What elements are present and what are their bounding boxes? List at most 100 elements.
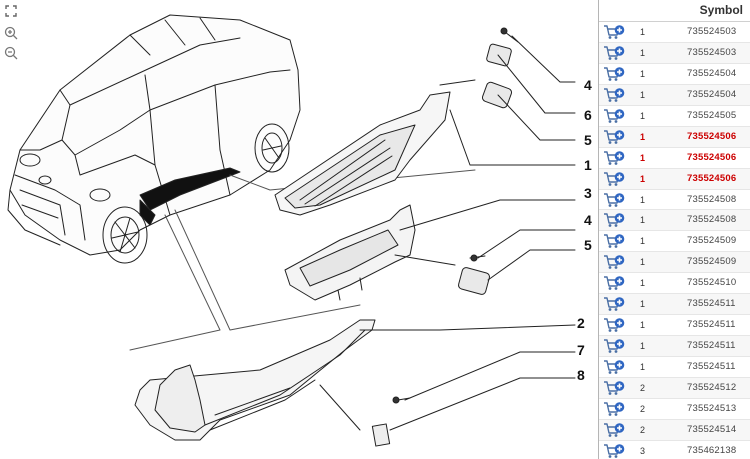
add-to-cart-icon[interactable] [603, 171, 625, 187]
table-row[interactable]: 2 735524512 [599, 377, 750, 399]
quantity-cell: 1 [640, 236, 646, 247]
add-to-cart-icon[interactable] [603, 359, 625, 375]
table-row[interactable]: 1 735524503 [599, 22, 750, 43]
part-7-screw [392, 396, 411, 404]
van-illustration [7, 14, 301, 264]
callout-number[interactable]: 4 [584, 77, 592, 93]
table-row[interactable]: 1 735524506 [599, 126, 750, 148]
quantity-cell: 3 [640, 445, 646, 456]
callout-number[interactable]: 8 [577, 367, 585, 383]
add-to-cart-icon[interactable] [603, 296, 625, 312]
table-row[interactable]: 3 735462138 [599, 441, 750, 459]
add-to-cart-icon[interactable] [603, 338, 625, 354]
part-6-clip [486, 43, 512, 67]
part-2-long-sill [134, 319, 376, 441]
table-row[interactable]: 1 735524504 [599, 64, 750, 85]
part-5-clip-lower [458, 267, 490, 295]
parts-diagram: 4 6 5 1 3 4 5 2 7 8 [4, 4, 592, 447]
add-to-cart-icon[interactable] [603, 254, 625, 270]
part-number-cell[interactable]: 735524504 [687, 67, 737, 79]
callout-number[interactable]: 1 [584, 157, 592, 173]
part-number-cell[interactable]: 735524506 [687, 151, 737, 163]
callout-number[interactable]: 5 [584, 132, 592, 148]
quantity-cell: 1 [640, 131, 646, 142]
part-number-cell[interactable]: 735524512 [687, 381, 737, 393]
quantity-cell: 2 [640, 382, 646, 393]
add-to-cart-icon[interactable] [603, 443, 625, 459]
exploded-view-drawing [7, 14, 576, 447]
callout-number[interactable]: 4 [584, 212, 592, 228]
table-row[interactable]: 1 735524509 [599, 231, 750, 253]
part-number-cell[interactable]: 735524514 [687, 423, 737, 435]
table-row[interactable]: 1 735524510 [599, 273, 750, 295]
quantity-cell: 1 [640, 68, 646, 79]
add-to-cart-icon[interactable] [603, 192, 625, 208]
add-to-cart-icon[interactable] [603, 129, 625, 145]
table-row[interactable]: 1 735524511 [599, 357, 750, 378]
add-to-cart-icon[interactable] [603, 401, 625, 417]
add-to-cart-icon[interactable] [603, 66, 625, 82]
part-number-cell[interactable]: 735524509 [687, 256, 737, 268]
add-to-cart-icon[interactable] [603, 150, 625, 166]
part-number-cell[interactable]: 735524511 [687, 319, 736, 331]
part-number-cell[interactable]: 735524503 [687, 26, 737, 37]
fullscreen-icon[interactable] [4, 4, 18, 18]
part-number-cell[interactable]: 735524504 [687, 88, 737, 100]
add-to-cart-icon[interactable] [603, 422, 625, 438]
table-row[interactable]: 1 735524503 [599, 42, 750, 64]
callout-number[interactable]: 3 [584, 185, 592, 201]
part-number-cell[interactable]: 735524505 [687, 109, 737, 121]
part-3-bracket [284, 204, 416, 301]
part-number-cell[interactable]: 735524503 [687, 46, 737, 58]
quantity-cell: 1 [640, 362, 646, 372]
add-to-cart-icon[interactable] [603, 45, 625, 61]
quantity-cell: 1 [640, 152, 646, 163]
add-to-cart-icon[interactable] [603, 317, 625, 333]
add-to-cart-icon[interactable] [603, 380, 625, 396]
part-number-cell[interactable]: 735524510 [687, 277, 737, 289]
add-to-cart-icon[interactable] [603, 233, 625, 249]
table-row[interactable]: 2 735524513 [599, 399, 750, 420]
quantity-cell: 2 [640, 403, 646, 414]
callout-number[interactable]: 6 [584, 107, 592, 123]
quantity-cell: 1 [640, 278, 646, 289]
part-number-cell[interactable]: 735462138 [687, 444, 737, 456]
callout-number[interactable]: 5 [584, 237, 592, 253]
table-row[interactable]: 1 735524511 [599, 315, 750, 337]
part-5-clip-upper [481, 81, 513, 109]
callout-number[interactable]: 7 [577, 342, 585, 358]
part-number-cell[interactable]: 735524508 [687, 193, 737, 205]
part-number-cell[interactable]: 735524511 [687, 298, 736, 310]
add-to-cart-icon[interactable] [603, 24, 625, 40]
add-to-cart-icon[interactable] [603, 212, 625, 228]
table-row[interactable]: 1 735524506 [599, 148, 750, 169]
symbol-column-header: Symbol [699, 3, 743, 17]
part-number-cell[interactable]: 735524506 [687, 172, 737, 184]
callout-number[interactable]: 2 [577, 315, 585, 331]
part-number-cell[interactable]: 735524513 [687, 402, 737, 414]
part-number-cell[interactable]: 735524511 [687, 361, 736, 372]
part-number-cell[interactable]: 735524509 [687, 235, 737, 247]
quantity-cell: 1 [640, 47, 646, 58]
quantity-cell: 1 [640, 320, 646, 331]
add-to-cart-icon[interactable] [603, 87, 625, 103]
part-8-clip [371, 423, 391, 447]
add-to-cart-icon[interactable] [603, 108, 625, 124]
part-number-cell[interactable]: 735524508 [687, 214, 737, 226]
zoom-in-icon[interactable] [4, 26, 18, 40]
part-number-cell[interactable]: 735524506 [687, 130, 737, 142]
add-to-cart-icon[interactable] [603, 275, 625, 291]
part-number-cell[interactable]: 735524511 [687, 340, 736, 352]
quantity-cell: 1 [640, 27, 646, 37]
zoom-out-icon[interactable] [4, 46, 18, 60]
